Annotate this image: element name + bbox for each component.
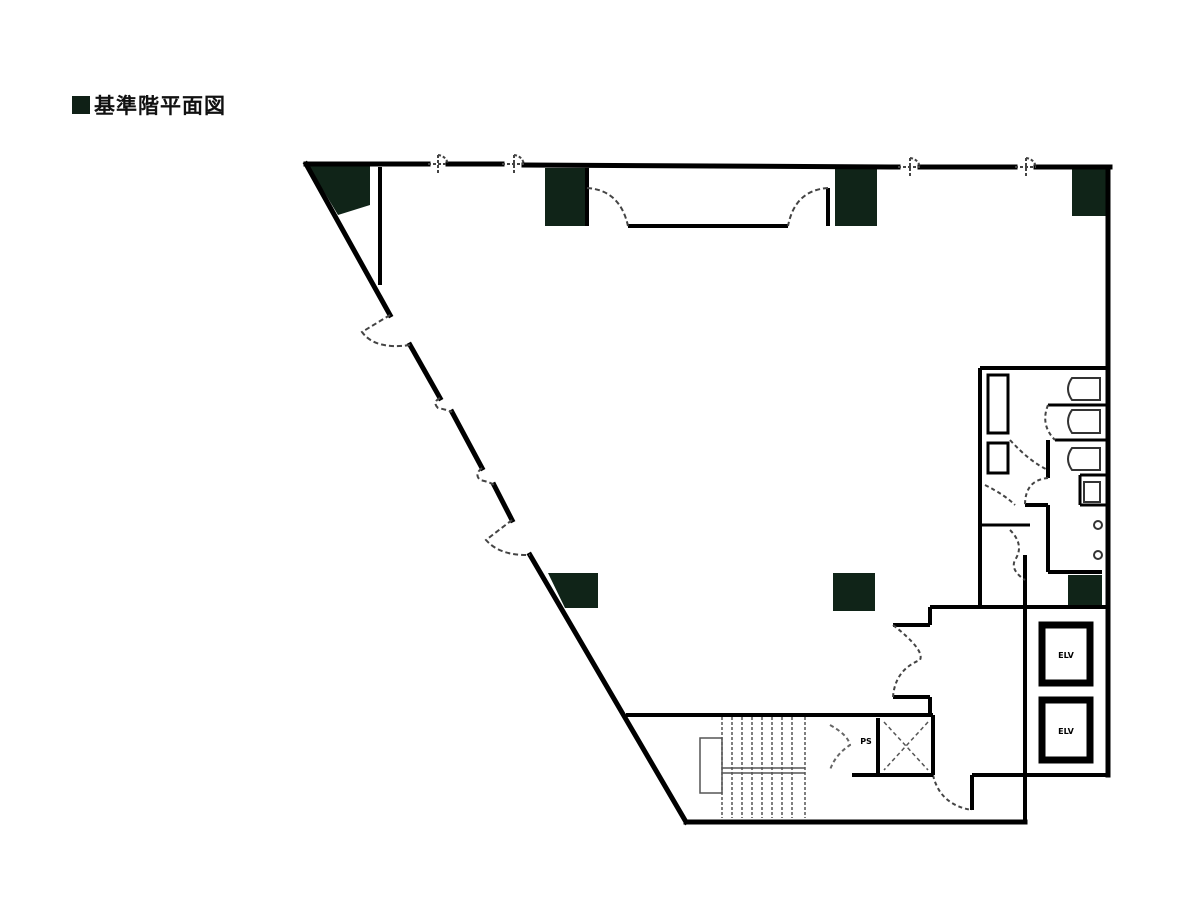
toilet-fixtures <box>1067 377 1103 560</box>
plan-title: 基準階平面図 <box>72 90 226 120</box>
staircase <box>699 717 806 818</box>
restroom-doors <box>984 404 1056 581</box>
column-left-bottom <box>548 573 598 608</box>
column-core <box>1068 575 1102 607</box>
outer-walls <box>302 160 1113 826</box>
diagonal-doors <box>360 314 531 557</box>
top-recess <box>585 168 830 228</box>
stair-block <box>626 713 935 777</box>
column-top-right <box>1072 168 1110 216</box>
elevator-2-label: ELV <box>1058 727 1074 736</box>
duct-space <box>883 721 929 771</box>
column-top-left <box>308 165 370 215</box>
window-markers <box>428 154 1037 178</box>
restroom-core <box>978 366 1108 822</box>
hall-lower-door-swing <box>932 774 973 811</box>
columns <box>308 165 1110 611</box>
elevator-hall <box>893 605 1108 810</box>
plan-title-text: 基準階平面図 <box>94 94 226 118</box>
pipe-shaft: PS <box>829 724 872 771</box>
pipe-shaft-label: PS <box>860 737 872 746</box>
elevator-1: ELV <box>1038 621 1094 687</box>
title-marker-icon <box>72 96 90 114</box>
column-center-bottom <box>833 573 875 611</box>
elevator-2: ELV <box>1038 696 1094 764</box>
column-top-1 <box>545 168 587 226</box>
hall-door-swing <box>892 624 922 698</box>
column-top-2 <box>835 168 877 226</box>
elevator-1-label: ELV <box>1058 651 1074 660</box>
